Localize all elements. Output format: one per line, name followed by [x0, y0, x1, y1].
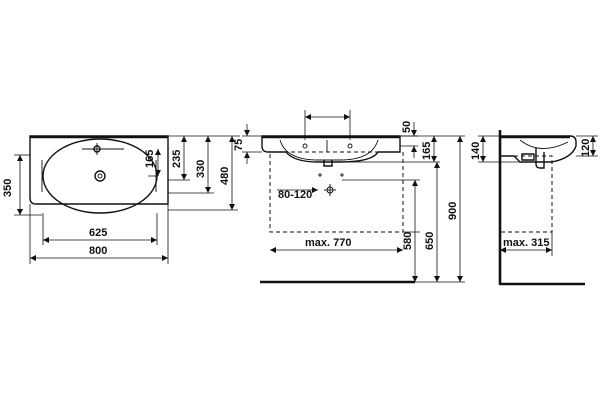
- dim-625-label: 625: [89, 227, 107, 239]
- dim-50-label: 50: [401, 121, 413, 133]
- side-view: 140 120 max. 315: [470, 130, 598, 286]
- front-tap-left: [302, 143, 308, 149]
- dim-80-120-label: 80-120: [278, 189, 312, 201]
- dim-165-label: 165: [144, 150, 156, 168]
- dim-580-label: 580: [402, 232, 414, 250]
- dim-75-label: 75: [233, 139, 245, 151]
- plan-drain-inner: [97, 173, 103, 179]
- dim-650-label: 650: [424, 232, 436, 250]
- dim-900-label: 900: [447, 202, 459, 220]
- side-siphon-pipe: [535, 148, 545, 169]
- dim-165-front-label: 165: [421, 142, 433, 160]
- dim-800-label: 800: [89, 245, 107, 257]
- plan-drain: [94, 170, 106, 182]
- dim-770-label: max. 770: [305, 237, 351, 249]
- front-view: 75 50 165 80-120 max. 770 580 650 900: [233, 110, 465, 284]
- side-cabinet-outline: [500, 155, 553, 233]
- dim-235-label: 235: [171, 150, 183, 168]
- front-cabinet-outline: [269, 151, 404, 233]
- plan-view: 350 165 235 330 480 625 800: [2, 135, 240, 264]
- side-basin-profile: [500, 135, 577, 163]
- front-basin-outline: [261, 135, 401, 163]
- dim-330-label: 330: [195, 160, 207, 178]
- plan-basin-outline: [29, 135, 169, 205]
- front-bowl-curve: [279, 139, 379, 161]
- front-water-connections: [318, 173, 420, 196]
- front-tap-right: [347, 143, 353, 149]
- dim-120-label: 120: [580, 139, 592, 157]
- dim-140-label: 140: [470, 142, 482, 160]
- dim-350-label: 350: [2, 179, 14, 197]
- front-siphon: [323, 160, 333, 167]
- dim-480-label: 480: [219, 167, 231, 185]
- side-bowl-curve: [519, 139, 569, 149]
- side-siphon-body: [521, 153, 535, 161]
- dim-315-label: max. 315: [503, 237, 549, 249]
